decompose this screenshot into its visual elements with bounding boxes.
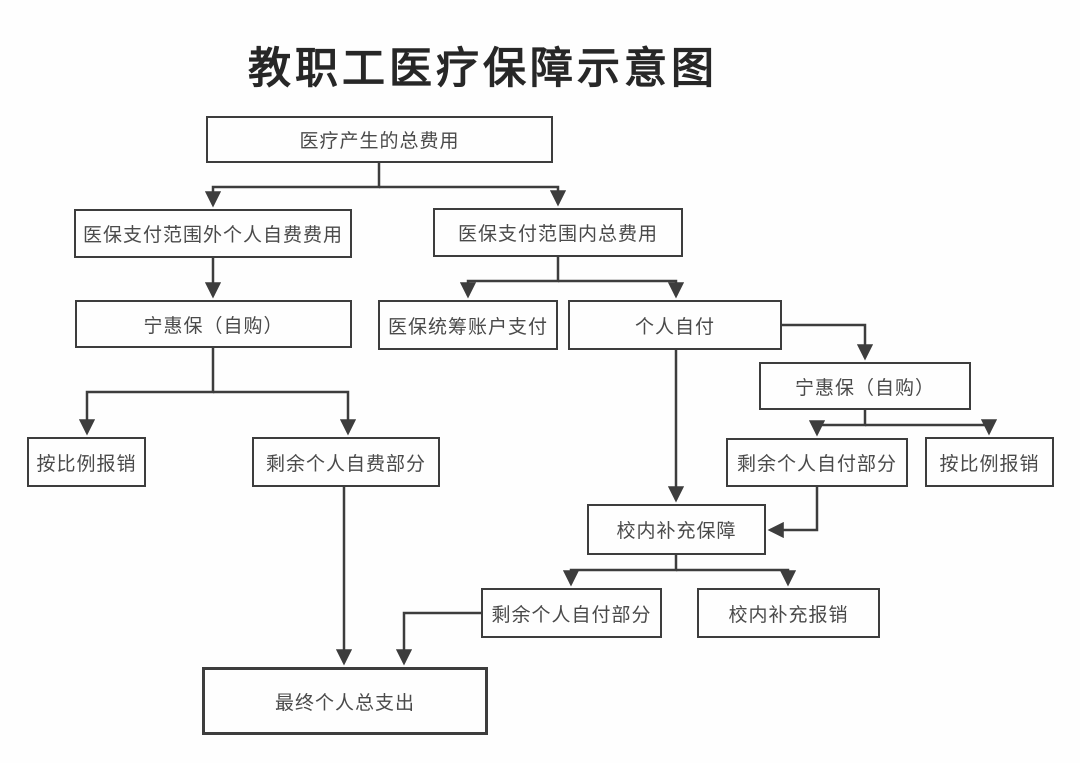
node-ninghuibao-right: 宁惠保（自购）: [759, 362, 971, 410]
node-remaining-personal-bottom: 剩余个人自付部分: [481, 588, 662, 638]
node-ninghuibao-left: 宁惠保（自购）: [75, 300, 352, 348]
node-pooled-account-pay: 医保统筹账户支付: [378, 300, 558, 350]
node-final-total-expense: 最终个人总支出: [202, 667, 488, 735]
node-remaining-personal-right: 剩余个人自付部分: [726, 438, 908, 487]
node-proportional-reimburse-left: 按比例报销: [27, 437, 146, 487]
node-personal-pay: 个人自付: [568, 300, 782, 350]
node-remaining-self-expense: 剩余个人自费部分: [252, 437, 440, 487]
node-campus-supplement-insurance: 校内补充保障: [587, 504, 766, 555]
node-total-cost: 医疗产生的总费用: [206, 116, 553, 163]
node-campus-supplement-reimburse: 校内补充报销: [697, 588, 880, 638]
node-proportional-reimburse-right: 按比例报销: [925, 437, 1054, 487]
diagram-title: 教职工医疗保障示意图: [248, 45, 718, 93]
node-in-scope-total: 医保支付范围内总费用: [433, 208, 683, 257]
node-out-of-scope-self-expense: 医保支付范围外个人自费费用: [74, 209, 352, 258]
